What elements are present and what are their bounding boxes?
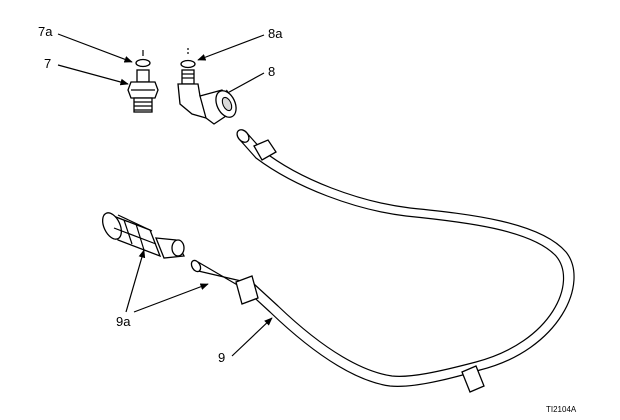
elbow-fitting-8 [177,69,237,125]
callout-8: 8 [268,64,275,79]
callout-9a: 9a [116,314,131,329]
o-ring-7a [135,50,151,68]
leader-9a-strainer [125,249,146,313]
leader-9a-tube [133,283,209,313]
leader-7a [57,33,133,63]
callout-7a: 7a [38,24,53,39]
figure-reference: TI2104A [546,405,577,414]
leader-7 [57,64,129,86]
strainer-9a [101,212,186,259]
callout-7: 7 [44,56,51,71]
leader-8 [221,72,265,97]
leader-8a [197,34,265,61]
callout-9: 9 [218,350,225,365]
straight-fitting-7 [127,69,159,113]
callout-8a: 8a [268,26,283,41]
suction-tube-9 [190,129,575,393]
o-ring-8a [180,48,196,69]
leader-9 [231,317,273,357]
